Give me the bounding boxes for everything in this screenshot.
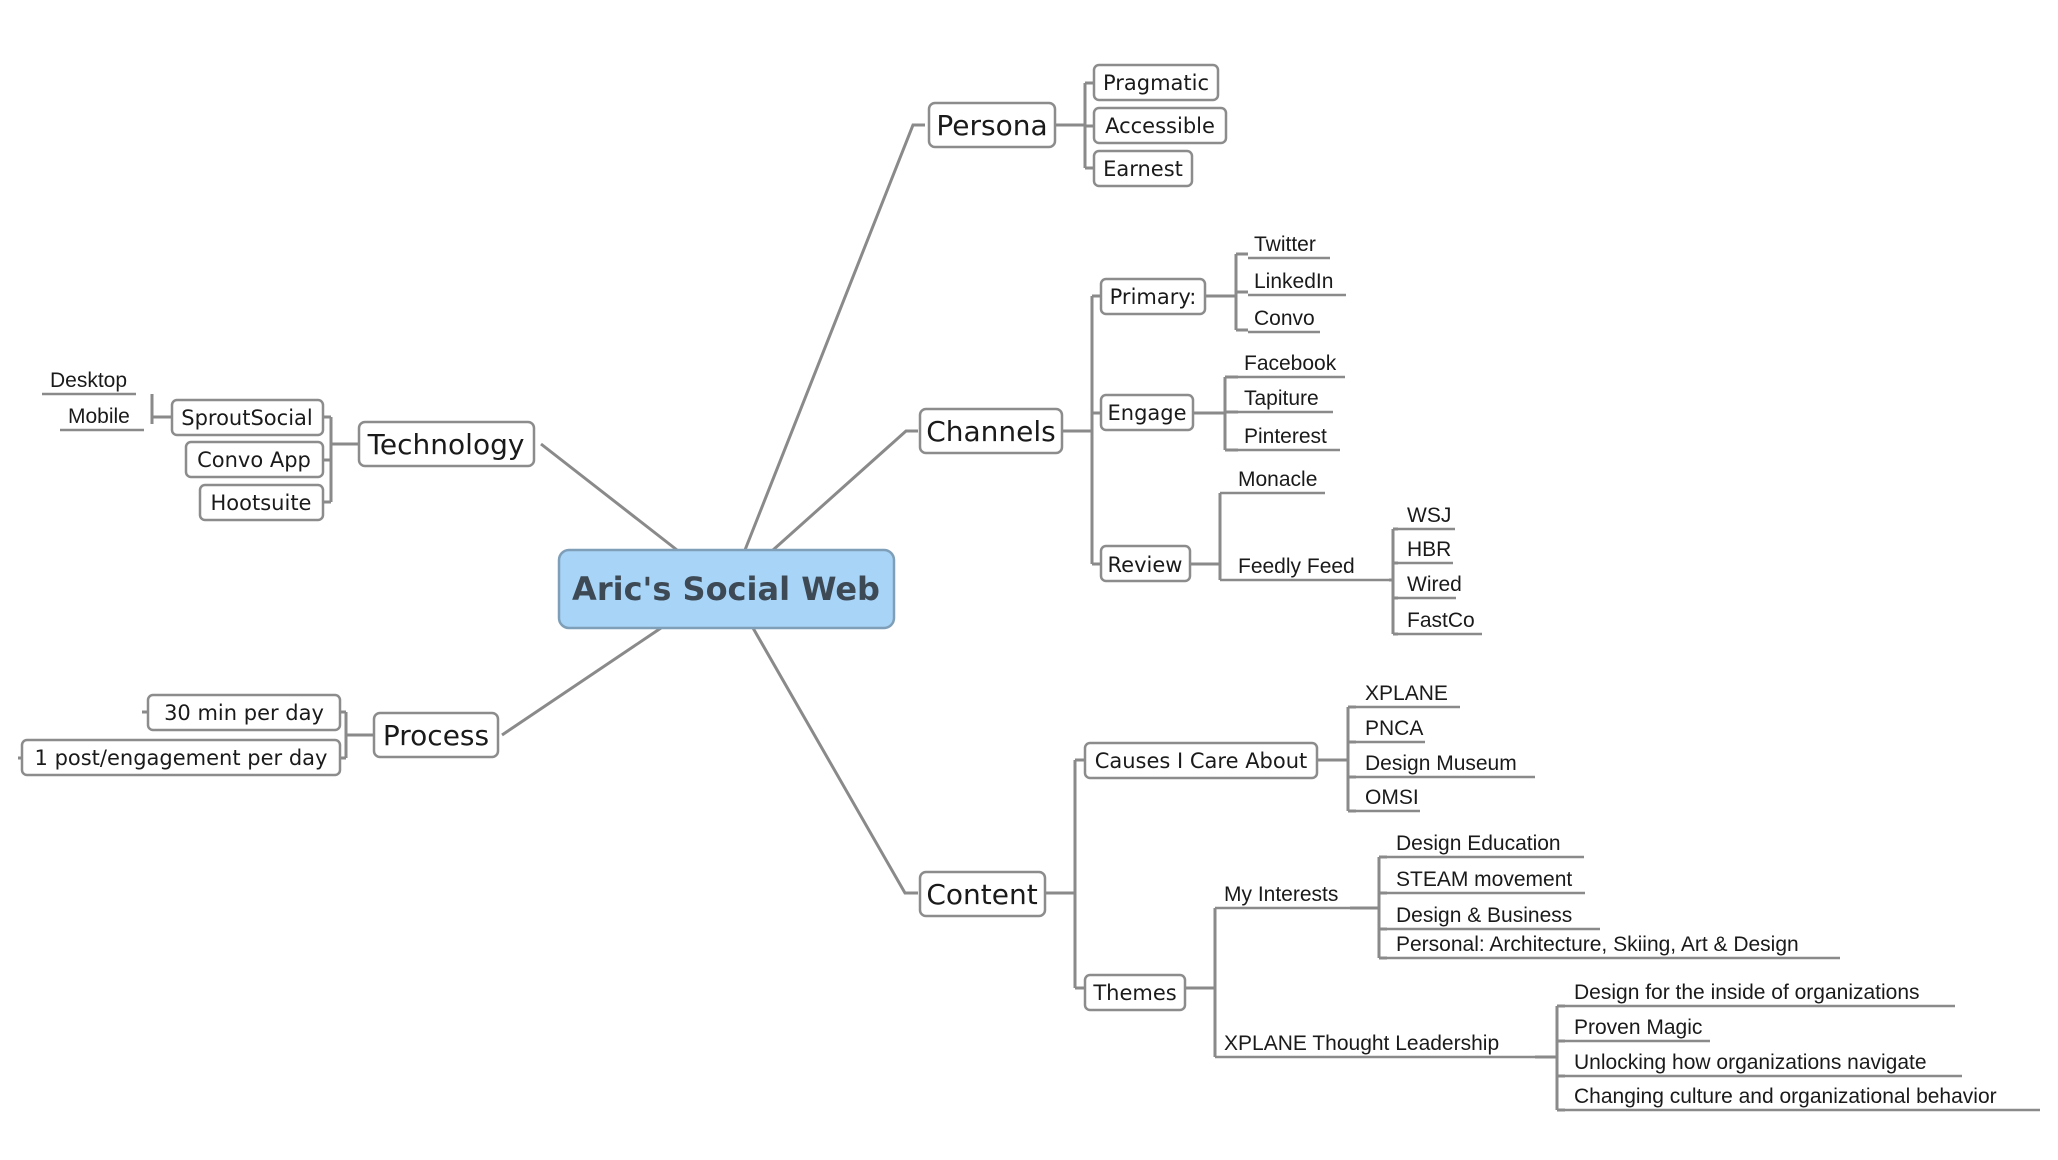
central-topic[interactable]: Aric's Social Web [557,548,896,630]
tech-convo-app-node[interactable]: Convo App [184,440,325,479]
connector-lines [18,81,1565,1112]
process-label: Process [383,719,489,752]
process-item-label: 1 post/engagement per day [35,746,328,770]
channels-engage-node[interactable]: Engage [1099,393,1195,432]
technology-label: Technology [367,428,525,461]
persona-item-pragmatic[interactable]: Pragmatic [1092,63,1220,102]
engage-label: Engage [1107,401,1186,425]
persona-item-earnest[interactable]: Earnest [1092,149,1194,188]
channels-primary-node[interactable]: Primary: [1099,277,1207,316]
themes-item-xplane-leadership[interactable]: XPLANE Thought Leadership [1224,1032,1499,1055]
leadership-item-inside-orgs[interactable]: Design for the inside of organizations [1574,981,1920,1004]
themes-item-my-interests[interactable]: My Interests [1224,883,1338,906]
primary-item-convo[interactable]: Convo [1254,307,1315,330]
persona-item-label: Pragmatic [1103,71,1209,95]
causes-item-xplane[interactable]: XPLANE [1365,682,1448,705]
feedly-item-wsj[interactable]: WSJ [1407,504,1451,527]
review-item-feedly-feed[interactable]: Feedly Feed [1238,555,1355,578]
leadership-item-proven-magic[interactable]: Proven Magic [1574,1016,1702,1039]
content-node[interactable]: Content [918,870,1047,918]
persona-item-label: Accessible [1105,114,1215,138]
process-item-1-post[interactable]: 1 post/engagement per day [20,738,342,777]
sproutsocial-label: SproutSocial [181,406,313,430]
persona-item-accessible[interactable]: Accessible [1092,106,1228,145]
primary-item-twitter[interactable]: Twitter [1254,233,1316,256]
convo-app-label: Convo App [197,448,311,472]
tech-sproutsocial-node[interactable]: SproutSocial [170,398,325,437]
sprout-item-desktop[interactable]: Desktop [50,369,127,392]
interests-item-design-education[interactable]: Design Education [1396,832,1561,855]
tech-hootsuite-node[interactable]: Hootsuite [198,483,325,522]
sprout-item-mobile[interactable]: Mobile [68,405,130,428]
interests-item-personal[interactable]: Personal: Architecture, Skiing, Art & De… [1396,933,1799,956]
content-causes-node[interactable]: Causes I Care About [1083,741,1319,780]
content-themes-node[interactable]: Themes [1083,973,1187,1012]
central-topic-label: Aric's Social Web [572,570,880,608]
channels-node[interactable]: Channels [918,407,1064,455]
channels-label: Channels [926,415,1056,448]
technology-node[interactable]: Technology [357,420,536,468]
themes-label: Themes [1092,981,1176,1005]
causes-label: Causes I Care About [1095,749,1308,773]
causes-item-pnca[interactable]: PNCA [1365,717,1423,740]
engage-item-facebook[interactable]: Facebook [1244,352,1337,375]
leadership-item-changing-culture[interactable]: Changing culture and organizational beha… [1574,1085,1997,1108]
underlines [42,256,2040,1112]
process-node[interactable]: Process [372,711,500,759]
review-label: Review [1108,553,1183,577]
process-item-30-min[interactable]: 30 min per day [146,693,342,732]
persona-label: Persona [936,109,1047,142]
leadership-item-unlocking[interactable]: Unlocking how organizations navigate [1574,1051,1927,1074]
interests-item-design-business[interactable]: Design & Business [1396,904,1572,927]
persona-node[interactable]: Persona [927,101,1057,149]
review-item-monacle[interactable]: Monacle [1238,468,1317,491]
content-label: Content [926,878,1037,911]
primary-item-linkedin[interactable]: LinkedIn [1254,270,1333,293]
feedly-item-fastco[interactable]: FastCo [1407,609,1475,632]
causes-item-design-museum[interactable]: Design Museum [1365,752,1517,775]
persona-item-label: Earnest [1103,157,1183,181]
causes-item-omsi[interactable]: OMSI [1365,786,1419,809]
engage-item-tapiture[interactable]: Tapiture [1244,387,1319,410]
hootsuite-label: Hootsuite [211,491,312,515]
engage-item-pinterest[interactable]: Pinterest [1244,425,1327,448]
process-item-label: 30 min per day [164,701,324,725]
interests-item-steam[interactable]: STEAM movement [1396,868,1572,891]
feedly-item-hbr[interactable]: HBR [1407,538,1451,561]
primary-label: Primary: [1110,285,1197,309]
feedly-item-wired[interactable]: Wired [1407,573,1462,596]
channels-review-node[interactable]: Review [1099,544,1192,583]
